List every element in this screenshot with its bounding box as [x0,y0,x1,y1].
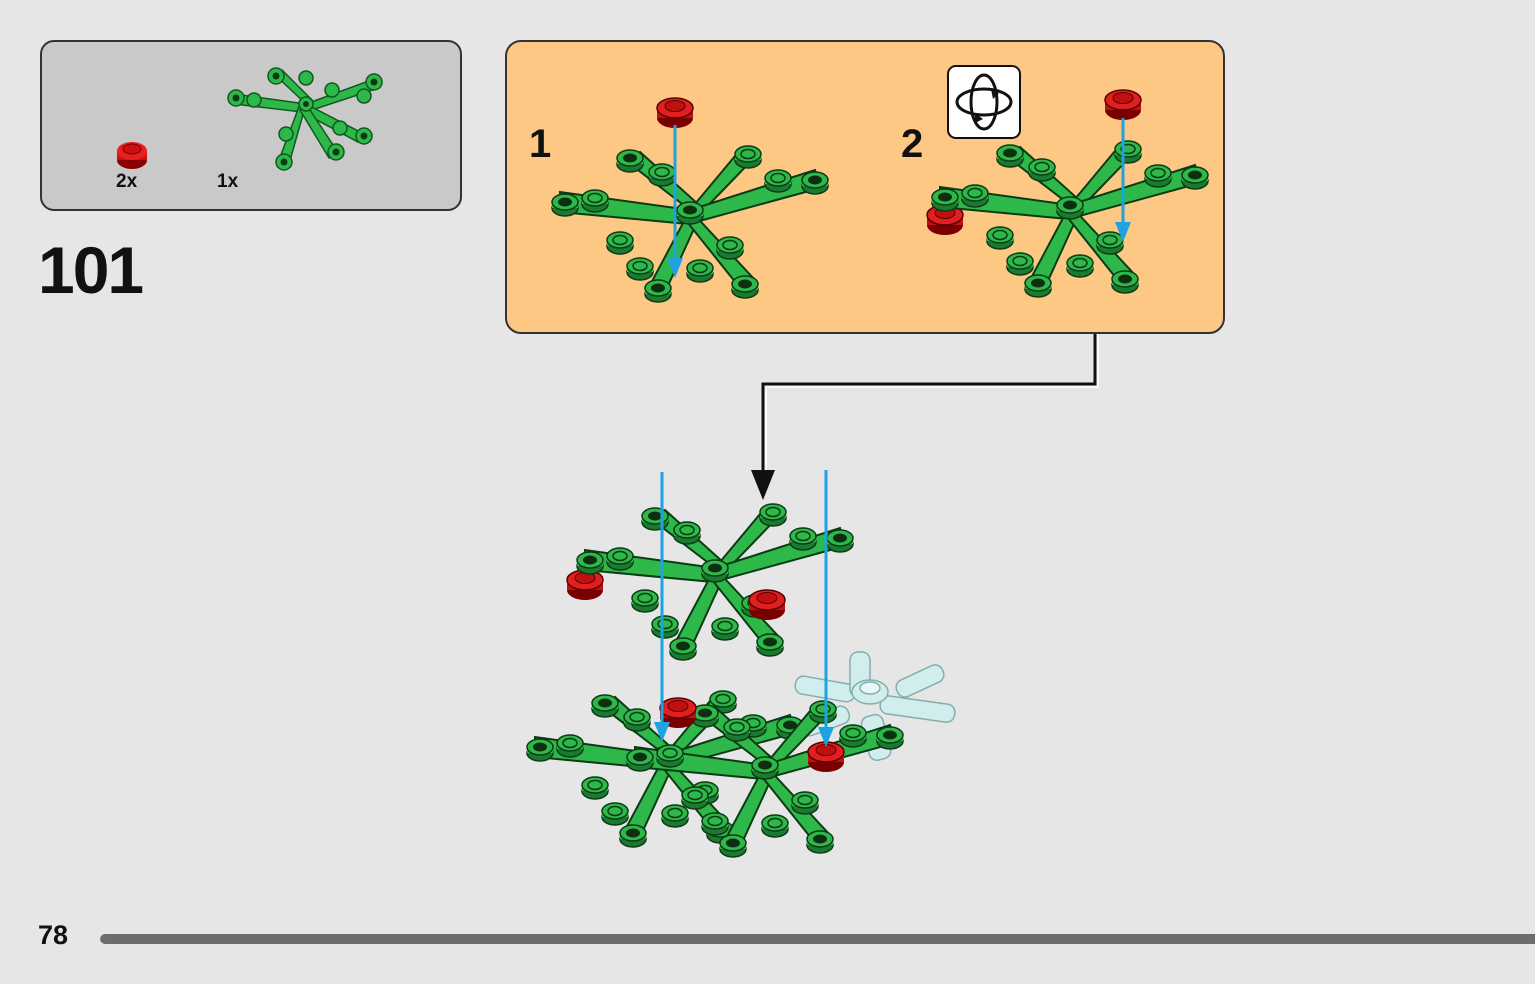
part-qty-green: 1x [217,171,239,192]
progress-bar [100,934,1535,944]
step-number: 101 [38,233,144,307]
part-leaf-plate-green [227,67,383,171]
subassembly-panel: 1 2 [505,40,1225,334]
upper-assembly [566,504,853,660]
substep-number-2: 2 [901,122,924,166]
connector-arrow [751,334,1099,500]
rotate-model-icon [947,65,1021,139]
placement-arrows [654,470,834,747]
substep-2-model [926,89,1208,297]
page-number: 78 [38,920,69,950]
substep-number-1: 1 [529,122,552,166]
part-qty-red: 2x [116,171,138,192]
substep-1-model [552,97,828,302]
parts-list: 2x 1x [40,40,462,211]
progress-fill [100,934,1535,944]
part-round-plate-red [117,142,147,169]
